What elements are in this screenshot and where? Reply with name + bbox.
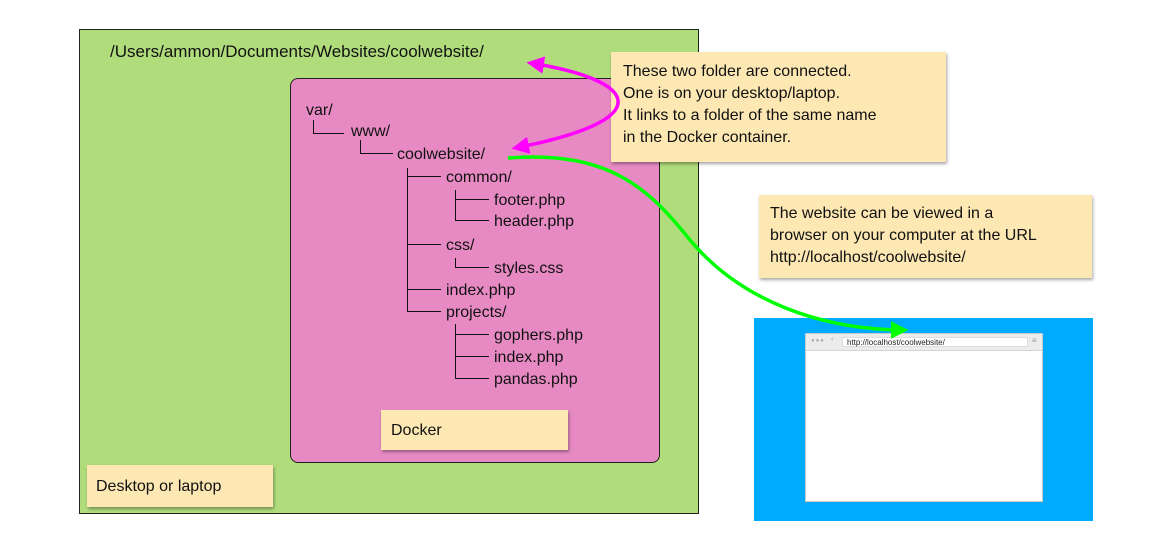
tree-item-var: var/ — [306, 102, 333, 119]
note-line: http://localhost/coolwebsite/ — [770, 249, 966, 266]
tree-item-projects-index-php: index.php — [494, 349, 564, 366]
tree-item-coolwebsite: coolwebsite/ — [397, 146, 486, 163]
browser-toolbar: ●●● ‹ http://localhost/coolwebsite/ ≡ — [806, 334, 1042, 351]
note-line: It links to a folder of the same name — [623, 107, 877, 124]
window-controls-icon: ●●● — [811, 338, 825, 344]
docker-label: Docker — [381, 410, 568, 450]
host-folder-path: /Users/ammon/Documents/Websites/coolwebs… — [110, 42, 484, 61]
magenta-link-arrow — [511, 56, 620, 154]
green-link-arrow — [507, 155, 909, 339]
tree-item-www: www/ — [351, 123, 391, 140]
note-line: One is on your desktop/laptop. — [623, 85, 841, 102]
browser-url-field[interactable]: http://localhost/coolwebsite/ — [842, 337, 1028, 347]
browser-window: ●●● ‹ http://localhost/coolwebsite/ ≡ — [805, 333, 1043, 502]
note-line: The website can be viewed in a — [770, 205, 994, 222]
tree-item-index-php: index.php — [446, 282, 516, 299]
docker-container-box — [290, 78, 660, 463]
tree-item-gophers-php: gophers.php — [494, 327, 583, 344]
tree-item-header-php: header.php — [494, 213, 575, 230]
note-line: These two folder are connected. — [623, 63, 852, 80]
website-viewed-note: The website can be viewed in a browser o… — [759, 195, 1092, 278]
note-line: in the Docker container. — [623, 129, 792, 146]
back-icon: ‹ — [831, 336, 834, 343]
connected-folders-note: These two folder are connected. One is o… — [611, 52, 946, 162]
tree-item-styles-css: styles.css — [494, 260, 564, 277]
note-line: browser on your computer at the URL — [770, 227, 1037, 244]
tree-item-common: common/ — [446, 169, 512, 186]
tree-item-footer-php: footer.php — [494, 192, 566, 209]
tree-item-projects: projects/ — [446, 304, 507, 321]
menu-icon: ≡ — [1032, 336, 1037, 345]
tree-item-pandas-php: pandas.php — [494, 371, 578, 388]
desktop-label: Desktop or laptop — [87, 465, 273, 507]
tree-item-css: css/ — [446, 237, 475, 254]
